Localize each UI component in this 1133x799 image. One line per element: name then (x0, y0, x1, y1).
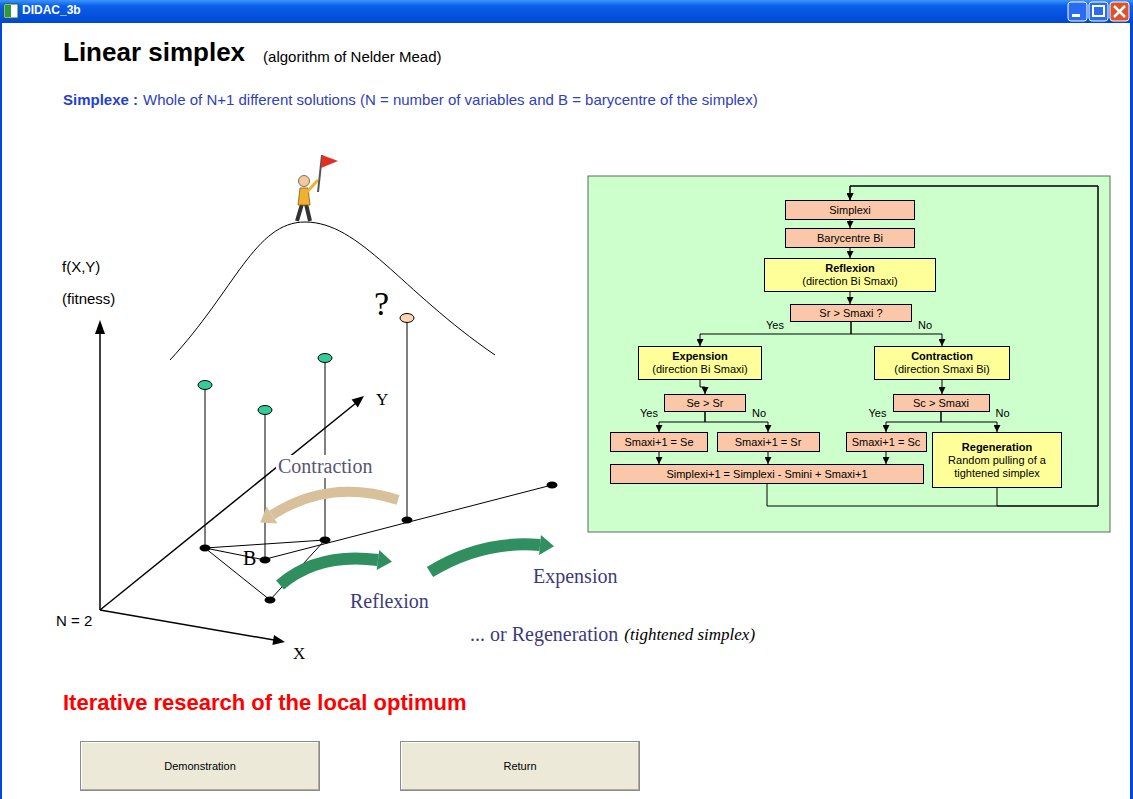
decision-box: Sr > Smaxi ? (790, 304, 912, 322)
box-text: Return (503, 760, 536, 773)
move-name: Reflexion (350, 590, 429, 613)
connector (850, 248, 851, 258)
dimension-count: N = 2 (56, 612, 92, 629)
box-heading: Reflexion (825, 262, 875, 275)
fitness-points (198, 314, 414, 415)
page-title: Linear simplex (63, 38, 245, 68)
box-text: Demonstration (164, 760, 236, 773)
branch-label: Yes (639, 407, 659, 420)
axes (95, 320, 364, 645)
connector (886, 452, 887, 464)
box-heading: Regeneration (962, 441, 1032, 454)
box-text: Smaxi+1 = Sc (852, 436, 920, 449)
operation-box: Expension(direction Bi Smaxi) (638, 346, 762, 380)
assignment-box: Smaxi+1 = Sc (846, 432, 927, 452)
axis-name: X (293, 644, 305, 664)
simplex-edges (205, 485, 552, 600)
decision-box: Se > Sr (664, 394, 746, 412)
move-name: Contraction (276, 455, 374, 478)
connector (659, 412, 705, 432)
branch-label: No (995, 407, 1011, 420)
box-text: Sr > Smaxi ? (819, 307, 882, 320)
state-box: Simplexi (785, 200, 915, 220)
flowchart-panel (588, 176, 1110, 532)
simplex-stems (205, 318, 407, 560)
box-text: Simplexi+1 = Simplexi - Smini + Smaxi+1 (666, 468, 867, 481)
box-text: Barycentre Bi (817, 232, 883, 245)
question-mark: ? (374, 284, 389, 323)
climber-figure (297, 155, 338, 221)
state-box: Barycentre Bi (785, 228, 915, 248)
box-text: Smaxi+1 = Se (624, 436, 693, 449)
reflexion-arrow (280, 550, 392, 585)
window-border (1130, 23, 1133, 799)
point-name: B (243, 547, 256, 570)
box-text: Smaxi+1 = Sr (735, 436, 802, 449)
window-title: DIDAC_3b (22, 4, 81, 18)
box-heading: Contraction (911, 350, 973, 363)
box-heading: Expension (672, 350, 728, 363)
box-text: (direction Bi Smaxi) (652, 363, 747, 376)
assignment-box: Smaxi+1 = Se (610, 432, 708, 452)
simplex-vertices (200, 482, 558, 604)
assignment-box: Smaxi+1 = Sr (717, 432, 820, 452)
axis-label: f(X,Y) (62, 258, 100, 275)
operation-box: RegenerationRandom pulling of a tightene… (932, 432, 1062, 488)
box-text: Random pulling of a tightened simplex (937, 454, 1057, 480)
fitness-curve (170, 222, 495, 360)
axis-label: (fitness) (62, 290, 115, 307)
push-button: Return (400, 741, 640, 791)
window-buttons (1068, 2, 1129, 21)
title-bar (0, 0, 1133, 23)
update-box: Simplexi+1 = Simplexi - Smini + Smaxi+1 (610, 464, 924, 484)
connector (767, 186, 1098, 506)
definition-term: Simplexe : (63, 91, 138, 108)
definition-text: Whole of N+1 different solutions (N = nu… (143, 91, 758, 108)
box-text: (direction Bi Smaxi) (802, 275, 897, 288)
move-name: ... or Regeneration (470, 623, 618, 646)
box-text: (direction Smaxi Bi) (894, 363, 989, 376)
operation-box: Contraction(direction Smaxi Bi) (874, 346, 1010, 380)
connector (886, 412, 941, 432)
note: (tightened simplex) (624, 625, 755, 645)
branch-label: No (917, 319, 933, 332)
caption: Iterative research of the local optimum (63, 690, 466, 715)
box-text: Se > Sr (687, 397, 724, 410)
app-icon (4, 4, 18, 18)
connector (850, 292, 851, 304)
window-border (0, 23, 2, 799)
connector (700, 380, 705, 394)
connector (942, 380, 943, 394)
connector (659, 452, 660, 464)
move-name: Expension (533, 565, 617, 588)
connector (941, 412, 997, 432)
decision-box: Sc > Smaxi (893, 394, 990, 412)
operation-box: Reflexion(direction Bi Smaxi) (764, 258, 936, 292)
push-button: Demonstration (80, 741, 320, 791)
branch-label: Yes (765, 319, 785, 332)
axis-name: Y (376, 390, 388, 410)
box-text: Simplexi (829, 204, 871, 217)
branch-label: Yes (868, 407, 888, 420)
connector (850, 220, 851, 228)
branch-label: No (751, 407, 767, 420)
subtitle-note: (algorithm of Nelder Mead) (263, 48, 441, 65)
connector (768, 452, 769, 464)
contraction-arrow (260, 492, 398, 524)
box-text: Sc > Smaxi (913, 397, 969, 410)
